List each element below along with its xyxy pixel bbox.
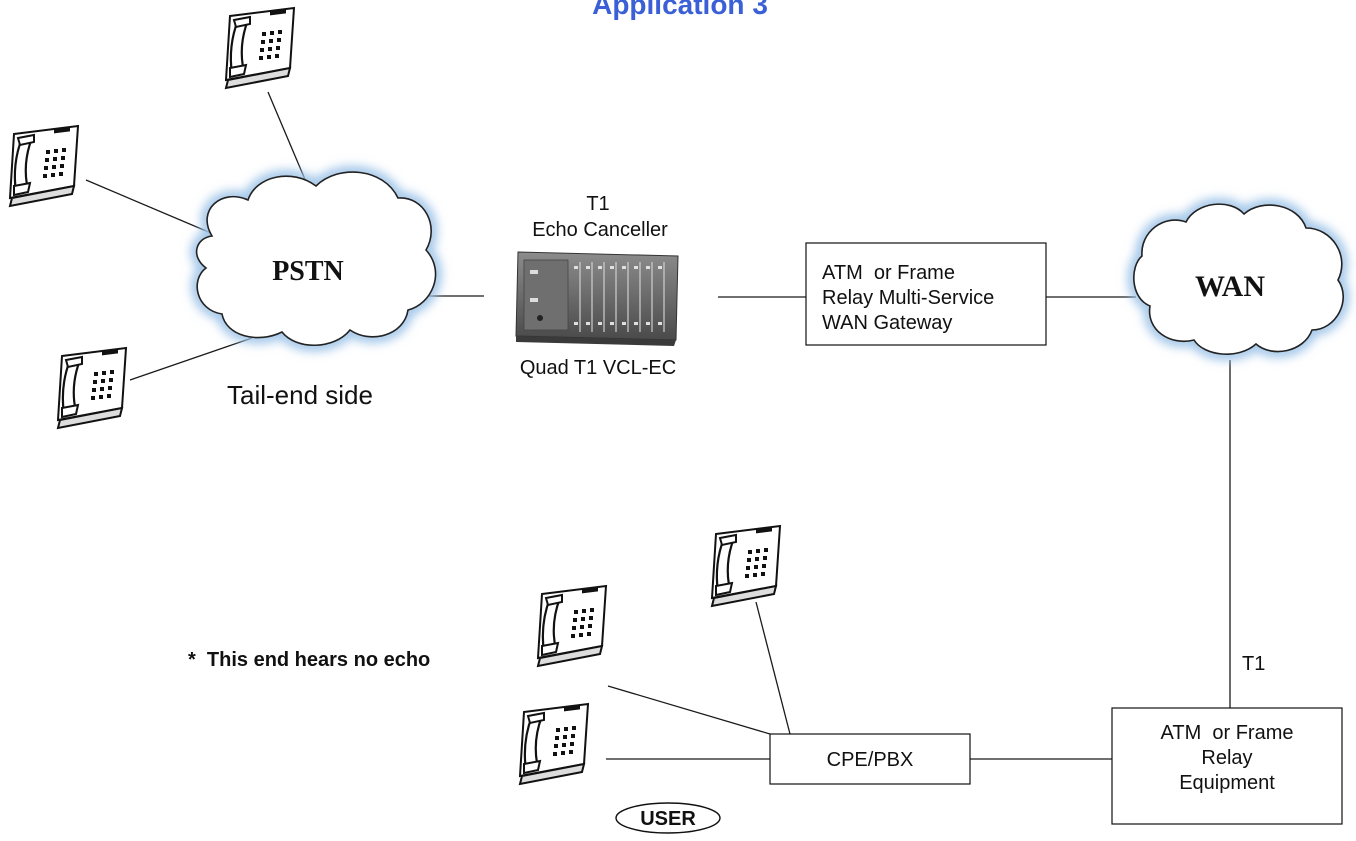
link-phone2-pstn: [85, 179, 219, 237]
gateway-line-2: Relay Multi-Service: [822, 287, 994, 309]
pstn-label: PSTN: [272, 256, 344, 287]
phone-icon: [56, 346, 128, 430]
pstn-cloud: PSTN: [197, 172, 436, 345]
echo-canceller-model-label: Quad T1 VCL-EC: [520, 357, 676, 379]
wan-cloud: WAN: [1134, 204, 1343, 354]
wan-gateway-box: ATM or Frame Relay Multi-Service WAN Gat…: [805, 242, 1047, 346]
phone-icon: [536, 584, 608, 668]
user-badge: USER: [615, 802, 721, 834]
relay-line-2: Relay: [1201, 747, 1252, 769]
gateway-line-1: ATM or Frame: [822, 262, 955, 284]
link-phone5-cpe: [755, 601, 791, 735]
phone-icon: [8, 124, 80, 208]
wan-label: WAN: [1195, 270, 1265, 303]
t1-link-label: T1: [1242, 653, 1265, 675]
connection-lines: [85, 91, 1231, 760]
phone-icon: [224, 6, 296, 90]
tail-end-label: Tail-end side: [227, 380, 373, 410]
cpe-pbx-label: CPE/PBX: [827, 749, 914, 771]
relay-line-1: ATM or Frame: [1161, 722, 1294, 744]
phone-icon: [518, 702, 590, 786]
relay-line-3: Equipment: [1179, 772, 1275, 794]
gateway-line-3: WAN Gateway: [822, 312, 952, 334]
user-label: USER: [640, 808, 696, 830]
echo-canceller-label: Echo Canceller: [532, 219, 668, 241]
link-phone4-cpe: [607, 685, 771, 735]
echo-canceller: T1 Echo Canceller: [515, 193, 679, 379]
echo-canceller-t1-label: T1: [586, 193, 609, 215]
no-echo-note: * This end hears no echo: [188, 649, 430, 671]
cpe-pbx-box: CPE/PBX: [769, 733, 971, 785]
relay-equipment-box: ATM or Frame Relay Equipment: [1111, 707, 1343, 825]
link-phone3-pstn: [129, 337, 253, 381]
phone-icon: [710, 524, 782, 608]
echo-canceller-rack-icon: [515, 251, 679, 346]
diagram-title: Application 3: [592, 0, 768, 20]
